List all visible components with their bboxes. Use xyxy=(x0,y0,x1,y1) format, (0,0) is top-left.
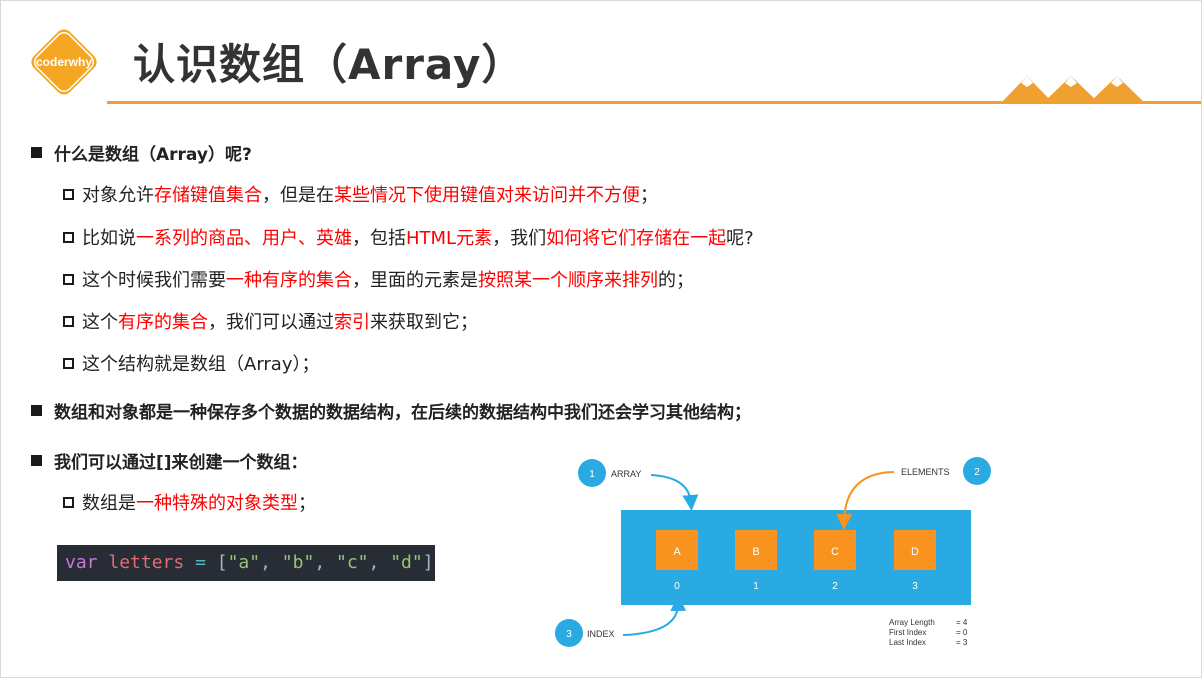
code-item: "a" xyxy=(227,552,261,573)
index-label: 3 xyxy=(912,581,918,592)
bullet-text: 这个结构就是数组（Array）； xyxy=(82,354,320,375)
callout-elements: 2 ELEMENTS xyxy=(836,457,991,530)
highlighted-text: 如何将它们存储在一起 xyxy=(546,228,727,249)
bullet-text: 来获取到它； xyxy=(370,312,478,333)
arrow-icon xyxy=(622,595,687,636)
bullet-text: 对象允许 xyxy=(82,185,154,206)
code-item: "d" xyxy=(390,552,423,573)
bullet-hollow-square-icon xyxy=(63,315,74,327)
bullet-line: 这个有序的集合，我们可以通过索引来获取到它； xyxy=(63,309,478,333)
arrow-icon xyxy=(650,474,699,511)
code-bracket-close: ] xyxy=(422,552,434,573)
callout-index: 3 INDEX xyxy=(555,595,687,647)
callout-array: 1 ARRAY xyxy=(578,459,699,511)
array-element-D: D 3 xyxy=(894,530,936,592)
info-key: Last Index xyxy=(889,638,926,647)
bullet-text: ，我们可以通过 xyxy=(208,312,334,333)
element-label: A xyxy=(673,546,681,558)
code-block: var letters = ["a", "b", "c", "d"] xyxy=(57,545,435,581)
bullet-text: 什么是数组（Array）呢? xyxy=(54,144,252,165)
highlighted-text: 按照某一个顺序来排列 xyxy=(478,270,658,291)
code-sep: , xyxy=(260,552,282,573)
bullet-line: 对象允许存储键值集合，但是在某些情况下使用键值对来访问并不方便； xyxy=(63,182,658,206)
coderwhy-logo: coderwhy xyxy=(28,26,100,98)
bullet-text: 这个 xyxy=(82,312,118,333)
array-element-B: B 1 xyxy=(735,530,777,592)
bullet-hollow-square-icon xyxy=(63,496,74,508)
callout-label: INDEX xyxy=(587,629,615,639)
index-label: 1 xyxy=(753,581,759,592)
element-label: D xyxy=(911,546,919,558)
info-value: = 0 xyxy=(956,628,968,637)
highlighted-text: 存储键值集合 xyxy=(154,185,262,206)
logo-text: coderwhy xyxy=(36,55,92,69)
code-keyword: var xyxy=(65,552,98,573)
highlighted-text: 某些情况下使用键值对来访问并不方便 xyxy=(334,185,640,206)
code-sep: , xyxy=(368,552,391,573)
header-divider xyxy=(107,101,1201,104)
bullet-text: ，里面的元素是 xyxy=(352,270,478,291)
info-key: Array Length xyxy=(889,618,935,627)
index-label: 0 xyxy=(674,581,680,592)
bullet-hollow-square-icon xyxy=(63,188,74,200)
bullet-text: 的； xyxy=(658,270,694,291)
bullet-square-icon xyxy=(31,454,42,466)
bullet-text: 这个时候我们需要 xyxy=(82,270,226,291)
callout-number: 3 xyxy=(566,629,572,640)
highlighted-text: 索引 xyxy=(334,312,370,333)
code-bracket-open: [ xyxy=(216,552,228,573)
bullet-hollow-square-icon xyxy=(63,231,74,243)
info-key: First Index xyxy=(889,628,926,637)
callout-number: 2 xyxy=(974,467,980,478)
bullet-text: ，我们 xyxy=(492,228,547,249)
bullet-line: 什么是数组（Array）呢? xyxy=(31,140,252,165)
bullet-text: ，但是在 xyxy=(262,185,334,206)
code-variable: letters xyxy=(108,552,185,573)
bullet-text: ； xyxy=(298,493,316,514)
array-info: Array Length = 4 First Index = 0 Last In… xyxy=(889,618,968,647)
highlighted-text: 一种特殊的对象类型 xyxy=(136,493,298,514)
index-label: 2 xyxy=(832,581,838,592)
callout-label: ARRAY xyxy=(611,469,641,479)
code-sep: , xyxy=(314,552,336,573)
callout-number: 1 xyxy=(589,469,595,480)
bullet-line: 数组和对象都是一种保存多个数据的数据结构，在后续的数据结构中我们还会学习其他结构… xyxy=(31,398,751,423)
element-label: B xyxy=(752,546,759,558)
info-value: = 3 xyxy=(956,638,968,647)
array-diagram: A 0 B 1 C 2 D 3 1 ARRAY 2 ELEM xyxy=(555,457,991,647)
info-value: = 4 xyxy=(956,618,968,627)
page-title: 认识数组（Array） xyxy=(133,40,525,89)
bullet-text: 我们可以通过[]来创建一个数组： xyxy=(54,452,308,473)
code-item: "b" xyxy=(281,552,315,573)
bullet-line: 我们可以通过[]来创建一个数组： xyxy=(31,448,308,473)
mountains-decoration xyxy=(1001,76,1145,103)
bullet-square-icon xyxy=(31,404,42,416)
bullet-text: ； xyxy=(640,185,658,206)
highlighted-text: HTML元素 xyxy=(406,228,493,249)
bullet-text: ，包括 xyxy=(352,228,406,249)
code-item: "c" xyxy=(336,552,369,573)
highlighted-text: 一系列的商品、用户、英雄 xyxy=(136,228,352,249)
arrow-icon xyxy=(836,471,895,530)
bullet-text: 比如说 xyxy=(82,228,136,249)
bullet-text: 呢? xyxy=(726,228,754,249)
bullet-hollow-square-icon xyxy=(63,273,74,285)
element-label: C xyxy=(831,546,839,558)
bullet-line: 这个时候我们需要一种有序的集合，里面的元素是按照某一个顺序来排列的； xyxy=(63,267,694,291)
array-element-A: A 0 xyxy=(656,530,698,592)
bullet-square-icon xyxy=(31,146,42,158)
callout-label: ELEMENTS xyxy=(901,467,950,477)
bullet-hollow-square-icon xyxy=(63,357,74,369)
code-operator: = xyxy=(195,552,206,573)
array-element-C: C 2 xyxy=(814,530,856,592)
bullet-text: 数组和对象都是一种保存多个数据的数据结构，在后续的数据结构中我们还会学习其他结构… xyxy=(54,402,751,423)
bullet-text: 数组是 xyxy=(82,493,136,514)
bullet-line: 这个结构就是数组（Array）； xyxy=(63,351,319,375)
highlighted-text: 有序的集合 xyxy=(118,312,208,333)
highlighted-text: 一种有序的集合 xyxy=(226,270,352,291)
bullet-line: 数组是一种特殊的对象类型； xyxy=(63,490,316,514)
